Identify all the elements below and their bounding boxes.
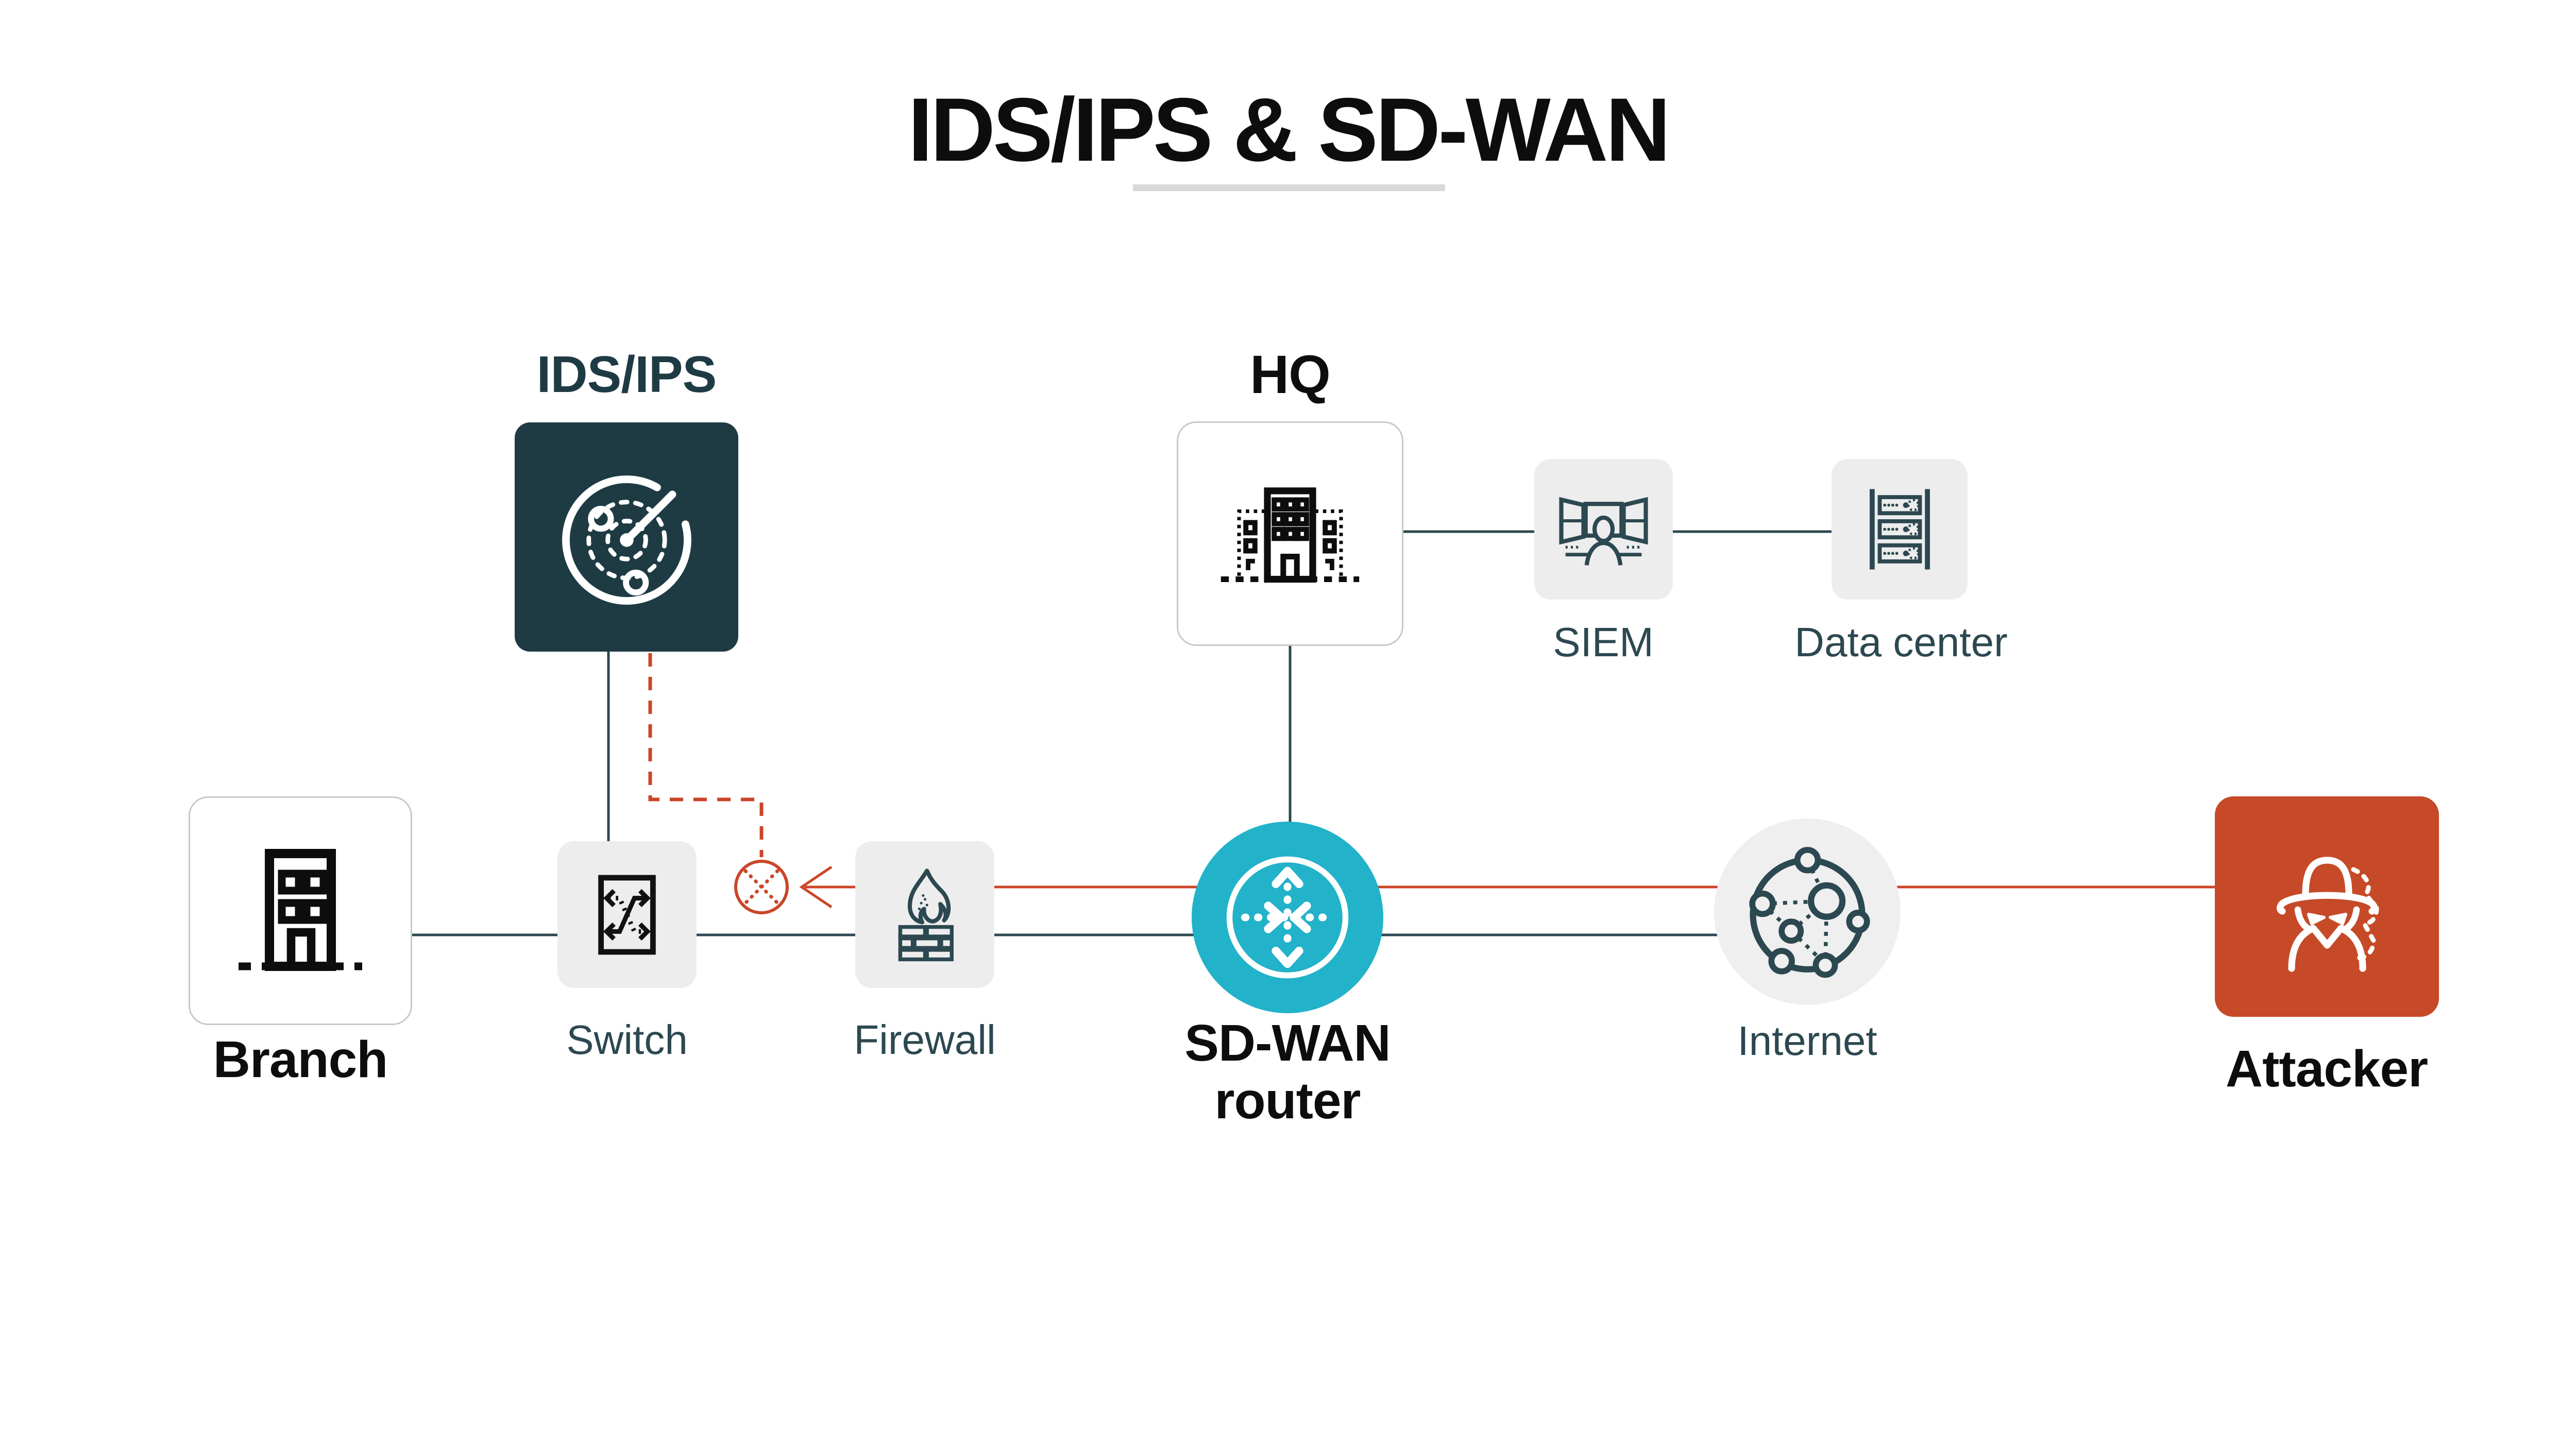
radar-icon [562, 475, 691, 605]
ids-ips-label: IDS/IPS [536, 346, 717, 403]
attack-path-lines [799, 865, 2216, 909]
ids-ips-node [515, 422, 738, 652]
flame-brick-icon [898, 868, 954, 962]
switch-arrows-icon [598, 875, 656, 954]
branch-building-icon [239, 849, 362, 971]
server-rack-icon [1869, 489, 1930, 570]
branch-label: Branch [213, 1031, 388, 1088]
internet-label: Internet [1737, 1018, 1877, 1064]
switch-node [557, 841, 697, 988]
network-globe-icon [1749, 846, 1870, 978]
branch-node [189, 796, 412, 1025]
firewall-node [855, 841, 994, 988]
datacenter-node [1832, 459, 1968, 600]
datacenter-label: Data center [1794, 619, 2008, 665]
ids-detection-dashed-line [648, 653, 764, 857]
page-title: IDS/IPS & SD-WAN [908, 80, 1671, 180]
siem-label: SIEM [1553, 619, 1654, 665]
hq-label: HQ [1250, 345, 1331, 405]
siem-node [1534, 459, 1673, 600]
firewall-label: Firewall [854, 1017, 996, 1063]
spy-icon [2276, 857, 2379, 972]
internet-node [1714, 819, 1901, 1005]
attacker-node [2215, 796, 2439, 1017]
hq-node [1177, 421, 1403, 646]
left-arrowhead-icon [799, 865, 833, 909]
title-underline [1133, 184, 1445, 191]
attacker-label: Attacker [2225, 1040, 2428, 1098]
sdwan-router-label: SD-WAN router [1184, 1014, 1391, 1130]
lan-links [412, 530, 1832, 936]
blocked-x-icon [734, 860, 789, 914]
hq-building-icon [1221, 487, 1360, 583]
router-arrows-icon [1226, 856, 1349, 979]
sdwan-router-node [1192, 822, 1383, 1013]
switch-label: Switch [566, 1017, 688, 1063]
monitors-analyst-icon [1559, 497, 1648, 566]
